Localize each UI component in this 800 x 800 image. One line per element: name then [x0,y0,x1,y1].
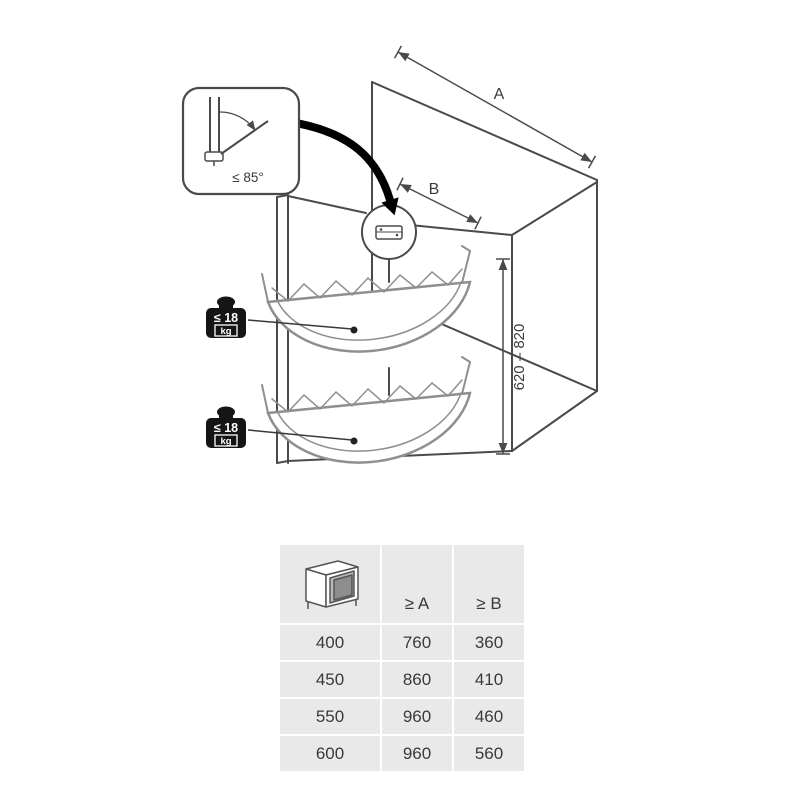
spec-table: ≥ A ≥ B 400 760 360 450 860 410 550 960 … [280,545,524,771]
shelf-top [261,245,472,353]
table-cell-size: 600 [280,736,380,771]
weight-limit-value: ≤ 18 [214,421,238,435]
table-cell-size: 400 [280,625,380,660]
technical-diagram: A B 620 – 820 [181,45,598,464]
door-angle-label: ≤ 85° [232,170,264,185]
dimension-b-label: B [429,181,440,198]
weight-limit-icon-top: ≤ 18 kg [206,296,246,338]
cabinet-icon [305,560,359,609]
table-cell-a: 860 [382,662,452,697]
table-cell-a: 960 [382,699,452,734]
table-cell-a: 760 [382,625,452,660]
dimension-a [393,45,597,169]
weight-limit-unit: kg [220,436,231,447]
table-cell-b: 460 [454,699,524,734]
weight-limit-value: ≤ 18 [214,311,238,325]
table-cell-size: 550 [280,699,380,734]
table-cell-b: 560 [454,736,524,771]
dimension-a-label: A [494,86,505,103]
weight-limit-icon-bottom: ≤ 18 kg [206,406,246,448]
table-cell-b: 360 [454,625,524,660]
shelf-bottom [261,356,472,464]
col-header-a: ≥ A [382,545,452,623]
hinge-detail-inset: ≤ 85° [181,86,301,196]
weight-limit-unit: kg [220,326,231,337]
hinge-fitting-circle [361,204,417,260]
col-header-b: ≥ B [454,545,524,623]
detail-pointer-arrow [286,118,399,216]
dimension-b [396,177,482,230]
cabinet-icon-cell [280,545,380,623]
table-cell-b: 410 [454,662,524,697]
dimension-height [496,258,510,455]
table-cell-size: 450 [280,662,380,697]
leader-lines [247,319,358,445]
table-cell-a: 960 [382,736,452,771]
dimension-height-label: 620 – 820 [511,324,528,391]
